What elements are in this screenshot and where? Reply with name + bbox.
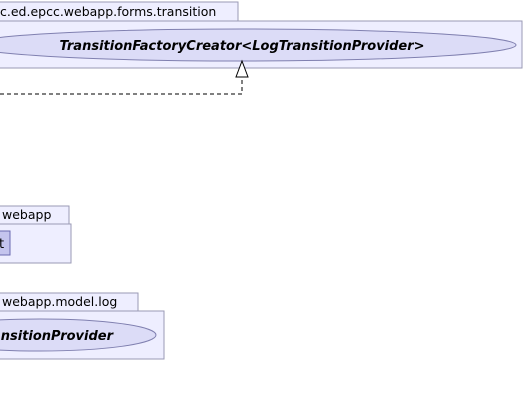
package-label: webapp.model.log xyxy=(2,294,117,309)
realization-connector xyxy=(0,59,249,95)
interface-log-transition-provider[interactable] xyxy=(0,318,157,352)
package-body xyxy=(0,223,72,264)
package-label: webapp xyxy=(2,207,51,222)
dashed-realization-line xyxy=(0,77,243,95)
interface-label: TransitionFactoryCreator<LogTransitionPr… xyxy=(59,39,424,54)
interface-label: ansitionProvider xyxy=(0,329,115,344)
class-label: t xyxy=(0,237,4,252)
package-forms-transition: c.ed.epcc.webapp.forms.transition Transi… xyxy=(0,1,523,69)
package-label: c.ed.epcc.webapp.forms.transition xyxy=(0,4,216,19)
class-box[interactable] xyxy=(0,230,11,256)
package-webapp: webapp t xyxy=(0,205,72,264)
package-model-log: webapp.model.log ansitionProvider xyxy=(0,292,165,360)
hollow-triangle-arrowhead-icon xyxy=(235,59,249,78)
